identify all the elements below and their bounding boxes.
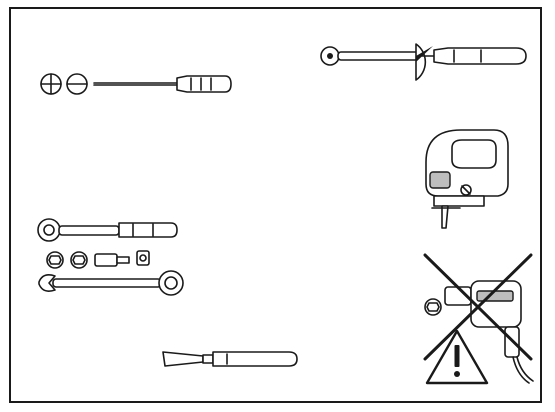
- screwdriver-set-icon: [40, 73, 232, 95]
- chisel-icon: [162, 351, 298, 367]
- socket-wrench-set-icon: [37, 218, 184, 296]
- torque-wrench-icon: [320, 43, 527, 81]
- no-power-drill-warning-icon: [423, 253, 534, 385]
- jigsaw-icon: [425, 129, 509, 229]
- tools-required-figure: [9, 7, 542, 403]
